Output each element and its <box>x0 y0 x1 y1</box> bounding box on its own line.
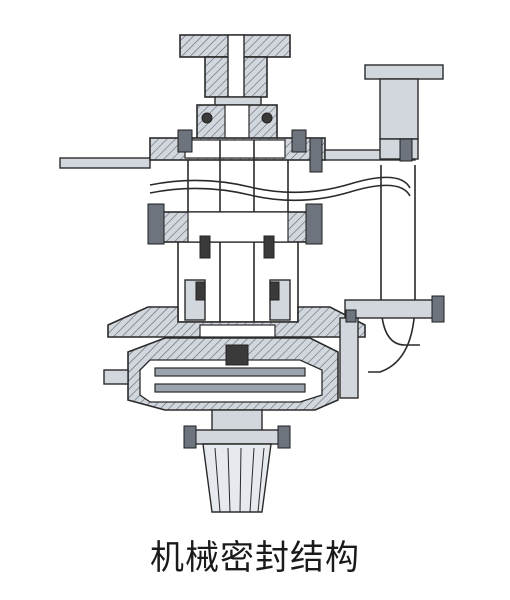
seal-chamber <box>177 242 299 323</box>
mechanical-seal-cross-section <box>59 34 445 513</box>
top-coupling-flange <box>179 34 291 110</box>
pump-casing <box>103 337 339 411</box>
suction-nozzle <box>183 409 291 513</box>
upper-bearing-housing <box>196 104 278 141</box>
lower-flange <box>107 306 366 338</box>
mounting-plate <box>59 129 416 173</box>
column-pipe <box>149 140 411 350</box>
discharge-pipe <box>339 64 445 399</box>
diagram-caption: 机械密封结构 <box>150 538 360 578</box>
middle-flange <box>147 203 323 259</box>
